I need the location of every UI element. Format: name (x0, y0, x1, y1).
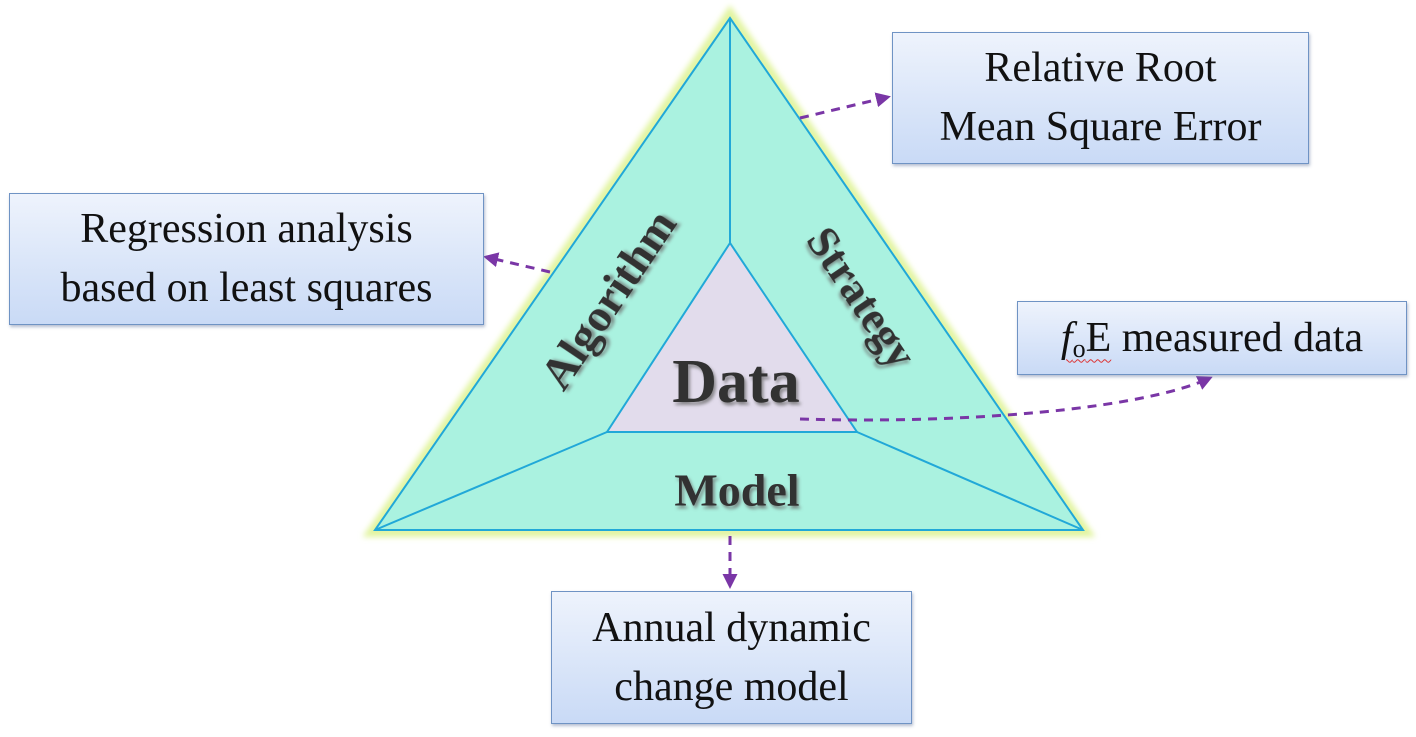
rrmse-line1: Relative Root (984, 45, 1217, 92)
foe-data-box: foE measured data (1017, 301, 1407, 375)
annual-line2: change model (614, 663, 849, 710)
rrmse-line2: Mean Square Error (939, 104, 1262, 150)
foe-rest: measured data (1111, 314, 1364, 361)
foe-symbol: foE (1061, 309, 1111, 368)
regression-box: Regression analysis based on least squar… (9, 193, 484, 325)
divider-left (374, 431, 608, 531)
annual-model-box: Annual dynamic change model (551, 591, 912, 724)
foe-subscript: o (1072, 333, 1086, 363)
divider-right (856, 431, 1084, 531)
foe-f: f (1060, 314, 1073, 361)
arrow-to-rrmse (799, 92, 891, 120)
model-label: Model (674, 465, 799, 516)
regression-line2: based on least squares (60, 265, 433, 311)
rrmse-box: Relative Root Mean Square Error (892, 32, 1309, 164)
triangle-glow (362, 5, 1096, 537)
regression-line1: Regression analysis (80, 206, 413, 253)
inner-triangle (605, 241, 859, 433)
arrow-to-foe-data (799, 376, 1213, 422)
data-label: Data (672, 348, 799, 416)
arrow-to-regression (483, 252, 551, 274)
foe-data-text: foE measured data (1061, 309, 1363, 368)
annual-line1: Annual dynamic (592, 604, 871, 651)
foe-e: E (1085, 314, 1112, 361)
